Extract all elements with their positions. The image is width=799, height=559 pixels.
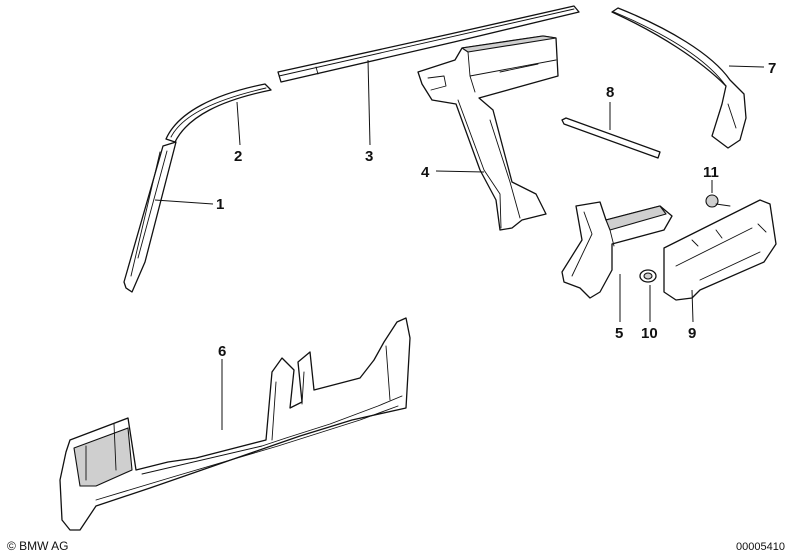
part-2-roof-corner-trim — [165, 83, 272, 143]
copyright-label: © BMW AG — [7, 539, 69, 553]
leader-lines — [154, 59, 765, 430]
callout-4: 4 — [421, 164, 430, 181]
document-number: 00005410 — [736, 541, 785, 553]
part-9-rear-lower-trim — [663, 199, 777, 301]
part-6-side-sill — [59, 317, 411, 531]
part-5-c-pillar-trim — [561, 201, 673, 299]
callout-2: 2 — [234, 148, 242, 165]
callout-11: 11 — [703, 164, 719, 181]
callout-5: 5 — [615, 325, 623, 342]
leader-4 — [435, 170, 485, 173]
callout-6: 6 — [218, 343, 226, 360]
part-4-b-pillar — [417, 35, 559, 231]
part-10-grommet — [639, 269, 657, 283]
part-8-seal-strip — [561, 117, 661, 159]
leader-1 — [154, 199, 214, 205]
leader-9 — [691, 289, 694, 323]
callout-3: 3 — [365, 148, 373, 165]
part-11-screw — [705, 194, 731, 208]
part-3-roof-rail-trim — [277, 5, 580, 83]
callout-labels: 1 2 3 4 5 6 7 8 9 10 11 — [216, 60, 776, 360]
leader-7 — [728, 65, 765, 68]
callout-1: 1 — [216, 196, 224, 213]
callout-7: 7 — [768, 60, 776, 77]
leader-2 — [236, 101, 241, 146]
part-7-quarter-frame-trim — [611, 7, 747, 149]
part-1-a-pillar-trim — [123, 141, 177, 293]
callout-10: 10 — [641, 325, 658, 342]
callout-8: 8 — [606, 84, 614, 101]
leader-3 — [367, 59, 371, 146]
callout-9: 9 — [688, 325, 696, 342]
